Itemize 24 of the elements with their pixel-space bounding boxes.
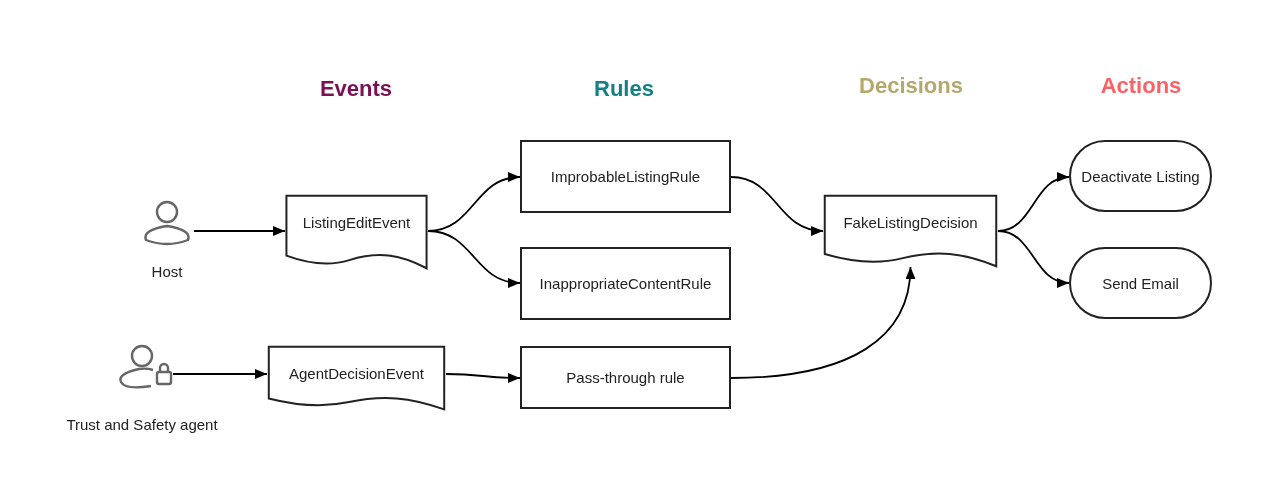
node-label: ImprobableListingRule (550, 168, 701, 185)
document-shape (823, 195, 998, 267)
node-label: FakeListingDecision (843, 214, 978, 231)
node-label: AgentDecisionEvent (288, 365, 425, 382)
person-caption: Host (151, 263, 183, 280)
node-label: ListingEditEvent (302, 214, 411, 231)
column-heading: Decisions (859, 73, 963, 99)
node-label: Deactivate Listing (1081, 167, 1200, 185)
arrow (172, 369, 268, 379)
arrow (445, 372, 521, 383)
node-label: InappropriateContentRule (539, 275, 712, 292)
column-heading: Events (319, 76, 393, 102)
arrow (730, 176, 824, 235)
person-caption: Trust and Safety agent (66, 416, 218, 433)
document-shape (285, 195, 428, 269)
column-heading: Rules (594, 76, 654, 102)
column-heading: Actions (1100, 73, 1182, 99)
node-label: Pass-through rule (566, 369, 685, 386)
arrow (427, 230, 521, 287)
document-shape (267, 346, 446, 410)
arrow (730, 266, 915, 379)
arrow (997, 230, 1070, 287)
arrow (193, 226, 286, 236)
node-label: Send Email (1102, 274, 1179, 292)
